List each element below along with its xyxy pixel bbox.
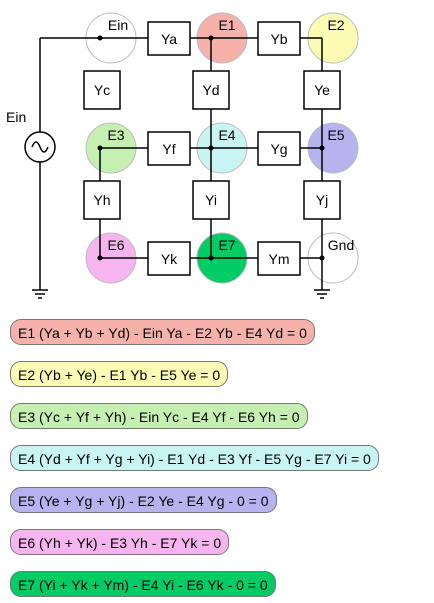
admittance-ye-box: [303, 70, 341, 110]
admittance-yi-box: [192, 180, 230, 220]
node-e7-label: E7: [218, 237, 235, 253]
equation-e7: E7 (Yi + Yk + Ym) - E4 Yi - E6 Yk - 0 = …: [10, 571, 276, 597]
admittance-ye-label: Ye: [314, 82, 330, 98]
node-e2-label: E2: [327, 17, 344, 33]
node-e1-label: E1: [218, 17, 235, 33]
node-ein-label: Ein: [108, 17, 128, 33]
ground-icon: [314, 289, 330, 299]
admittance-yc-box: [83, 70, 121, 110]
equation-e3: E3 (Yc + Yf + Yh) - Ein Yc - E4 Yf - E6 …: [10, 403, 308, 429]
admittance-ym-label: Ym: [269, 251, 290, 267]
admittance-yg-label: Yg: [270, 141, 287, 157]
equation-e2: E2 (Yb + Ye) - E1 Yb - E5 Ye = 0: [10, 361, 229, 387]
admittance-yh-label: Yh: [93, 192, 110, 208]
equation-e1: E1 (Ya + Yb + Yd) - Ein Ya - E2 Yb - E4 …: [10, 319, 315, 345]
equation-e6: E6 (Yh + Yk) - E3 Yh - E7 Yk = 0: [10, 529, 230, 555]
admittance-ya-label: Ya: [161, 31, 177, 47]
admittance-yj-box: [303, 180, 341, 220]
junction-dots: [97, 35, 325, 261]
node-gnd-label: Gnd: [328, 237, 354, 253]
admittance-yk-box: [147, 241, 191, 276]
node-e3-label: E3: [107, 127, 124, 143]
admittance-yi-label: Yi: [205, 192, 217, 208]
admittance-yk-label: Yk: [161, 251, 178, 267]
equation-e4: E4 (Yd + Yf + Yg + Yi) - E1 Yd - E3 Yf -…: [10, 445, 379, 471]
admittance-ya-box: [147, 21, 191, 56]
node-e4-label: E4: [218, 127, 235, 143]
ground-icon: [32, 289, 48, 299]
admittance-ym-box: [257, 241, 301, 276]
admittance-yh-box: [83, 180, 121, 220]
node-e5-label: E5: [327, 127, 344, 143]
admittance-yg-box: [257, 131, 301, 166]
admittance-yf-box: [147, 131, 191, 166]
sine-wave-icon: [31, 141, 49, 153]
admittance-yb-box: [257, 21, 301, 56]
equation-e5: E5 (Ye + Yg + Yj) - E2 Ye - E4 Yg - 0 = …: [10, 487, 277, 513]
source-label: Ein: [6, 109, 26, 125]
node-e6-label: E6: [107, 237, 124, 253]
admittance-yf-label: Yf: [162, 141, 175, 157]
admittance-yd-label: Yd: [202, 82, 219, 98]
admittance-yc-label: Yc: [94, 82, 110, 98]
admittance-yd-box: [192, 70, 230, 110]
circuit-diagram: Ein Ya Yb Yc: [6, 12, 359, 299]
admittance-yj-label: Yj: [316, 192, 328, 208]
admittance-yb-label: Yb: [270, 31, 287, 47]
